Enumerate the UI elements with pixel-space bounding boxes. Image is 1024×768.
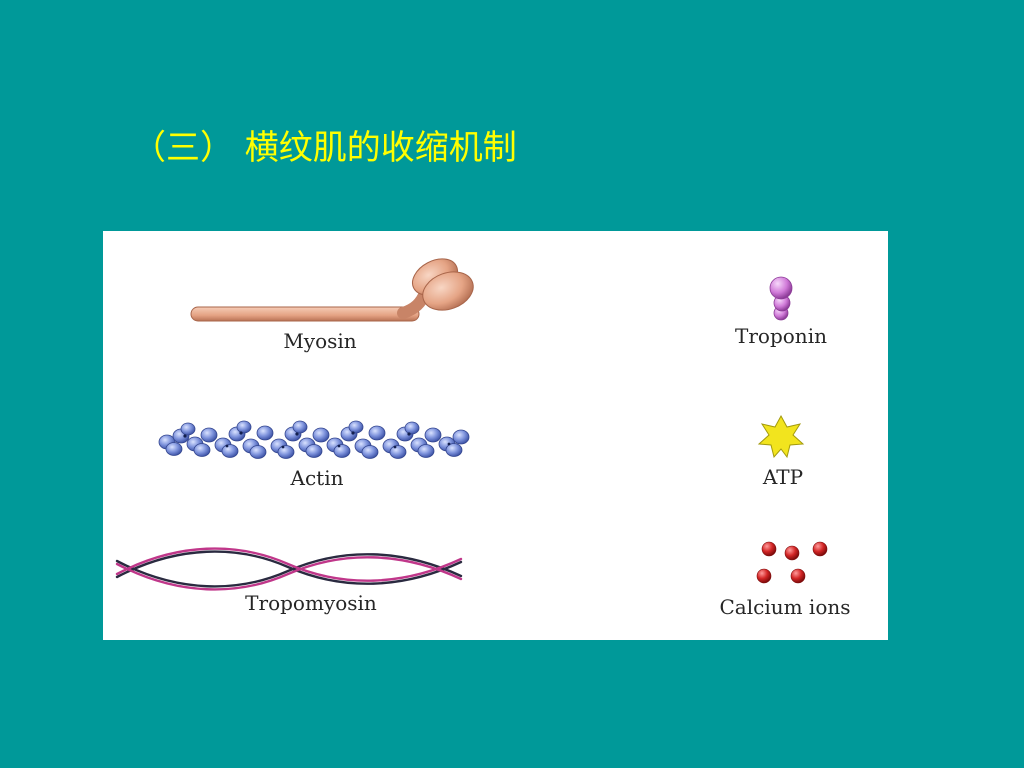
troponin-illustration [769,276,793,321]
atp-label: ATP [762,465,804,489]
calcium-ions-label: Calcium ions [719,595,851,619]
slide-title: （三） 横纹肌的收缩机制 [132,128,517,168]
actin-illustration [158,420,470,459]
myosin-illustration [190,258,474,322]
myosin-label: Myosin [283,329,357,353]
troponin-label: Troponin [735,324,827,348]
calcium-ions-illustration [756,541,828,584]
figure-illustration [115,258,828,591]
atp-illustration [757,414,805,459]
tropomyosin-illustration [115,547,463,591]
figure-panel: Myosin Actin Tropomyosin Troponin ATP Ca… [103,231,888,640]
tropomyosin-label: Tropomyosin [245,591,377,615]
actin-label: Actin [290,466,344,490]
